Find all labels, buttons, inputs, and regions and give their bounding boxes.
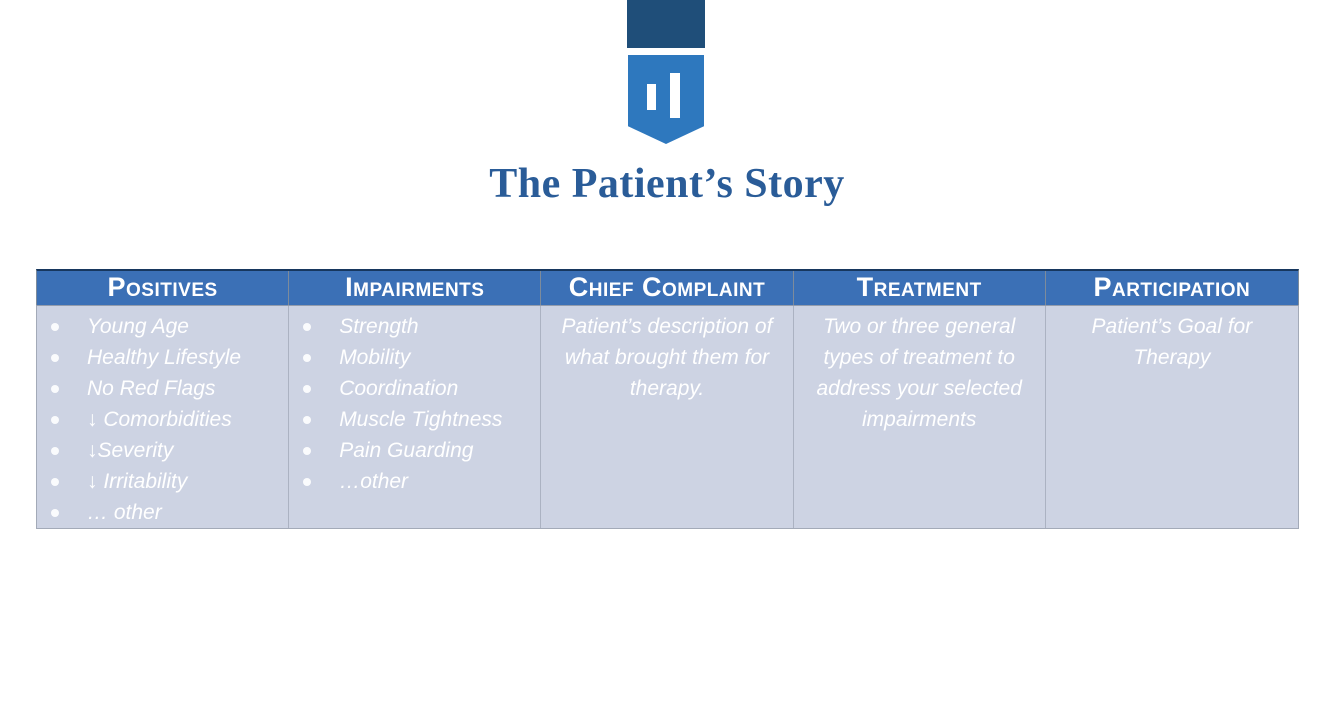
impairments-list: Strength Mobility Coordination Muscle Ti…: [289, 306, 540, 497]
column-header-impairments: Impairments: [289, 271, 542, 305]
cell-impairments: Strength Mobility Coordination Muscle Ti…: [289, 306, 542, 528]
cell-participation: Patient’s Goal for Therapy: [1091, 315, 1253, 369]
list-item-label: No Red Flags: [87, 377, 216, 400]
list-item: Pain Guarding: [295, 435, 536, 466]
bullet-icon: [303, 354, 312, 362]
bullet-icon: [51, 509, 59, 517]
bullet-icon: [303, 478, 312, 486]
list-item-label: Pain Guarding: [339, 439, 474, 462]
list-item-label: Young Age: [87, 315, 189, 338]
bullet-icon: [51, 323, 59, 331]
cell-treatment: Two or three general types of treatment …: [794, 306, 1046, 528]
list-item-label: Coordination: [339, 377, 459, 400]
list-item-label: ↓ Irritability: [87, 470, 188, 493]
list-item-label: Strength: [339, 315, 419, 338]
list-item: Young Age: [43, 311, 284, 342]
list-item: Coordination: [295, 373, 536, 404]
column-header-participation: Participation: [1093, 272, 1251, 302]
column-header-treatment: Treatment: [794, 271, 1046, 305]
list-item-label: ↓Severity: [87, 439, 174, 462]
table-body-row: Young Age Healthy Lifestyle No Red Flags…: [36, 305, 1299, 529]
cell-chief-complaint: Patient’s description of what brought th…: [541, 306, 794, 528]
list-item: ↓Severity: [43, 435, 284, 466]
list-item-label: Mobility: [339, 346, 411, 369]
list-item-label: …other: [339, 470, 409, 493]
logo-bar-short: [647, 84, 656, 110]
bullet-icon: [303, 385, 312, 393]
bullet-icon: [303, 416, 312, 424]
list-item-label: Muscle Tightness: [339, 408, 503, 431]
bullet-icon: [51, 416, 59, 424]
bullet-icon: [303, 323, 312, 331]
list-item: …other: [295, 466, 536, 497]
positives-list: Young Age Healthy Lifestyle No Red Flags…: [37, 306, 288, 528]
bullet-icon: [51, 385, 59, 393]
list-item-label: Healthy Lifestyle: [87, 346, 242, 369]
logo-bar-tall: [670, 73, 680, 118]
list-item: ↓ Irritability: [43, 466, 284, 497]
patient-story-table: Positives Impairments Chief Complaint Tr…: [36, 269, 1299, 529]
column-header-chief-complaint: Chief Complaint: [541, 271, 794, 305]
column-header-positives: Positives: [37, 271, 290, 305]
bullet-icon: [51, 354, 59, 362]
list-item: Healthy Lifestyle: [43, 342, 284, 373]
page-title: The Patient’s Story: [489, 161, 845, 207]
table-header-row: Positives Impairments Chief Complaint Tr…: [36, 269, 1299, 305]
brand-logo: [627, 0, 705, 144]
bar-chart-pennant-icon: [628, 55, 704, 144]
bullet-icon: [51, 478, 59, 486]
bullet-icon: [51, 447, 59, 455]
logo-top-block: [627, 0, 705, 48]
list-item: … other: [43, 497, 284, 528]
list-item: ↓ Comorbidities: [43, 404, 284, 435]
list-item-label: … other: [87, 501, 162, 524]
list-item: Muscle Tightness: [295, 404, 536, 435]
list-item: No Red Flags: [43, 373, 284, 404]
bullet-icon: [303, 447, 312, 455]
list-item: Strength: [295, 311, 536, 342]
list-item-label: ↓ Comorbidities: [87, 408, 232, 431]
list-item: Mobility: [295, 342, 536, 373]
cell-positives: Young Age Healthy Lifestyle No Red Flags…: [37, 306, 290, 528]
